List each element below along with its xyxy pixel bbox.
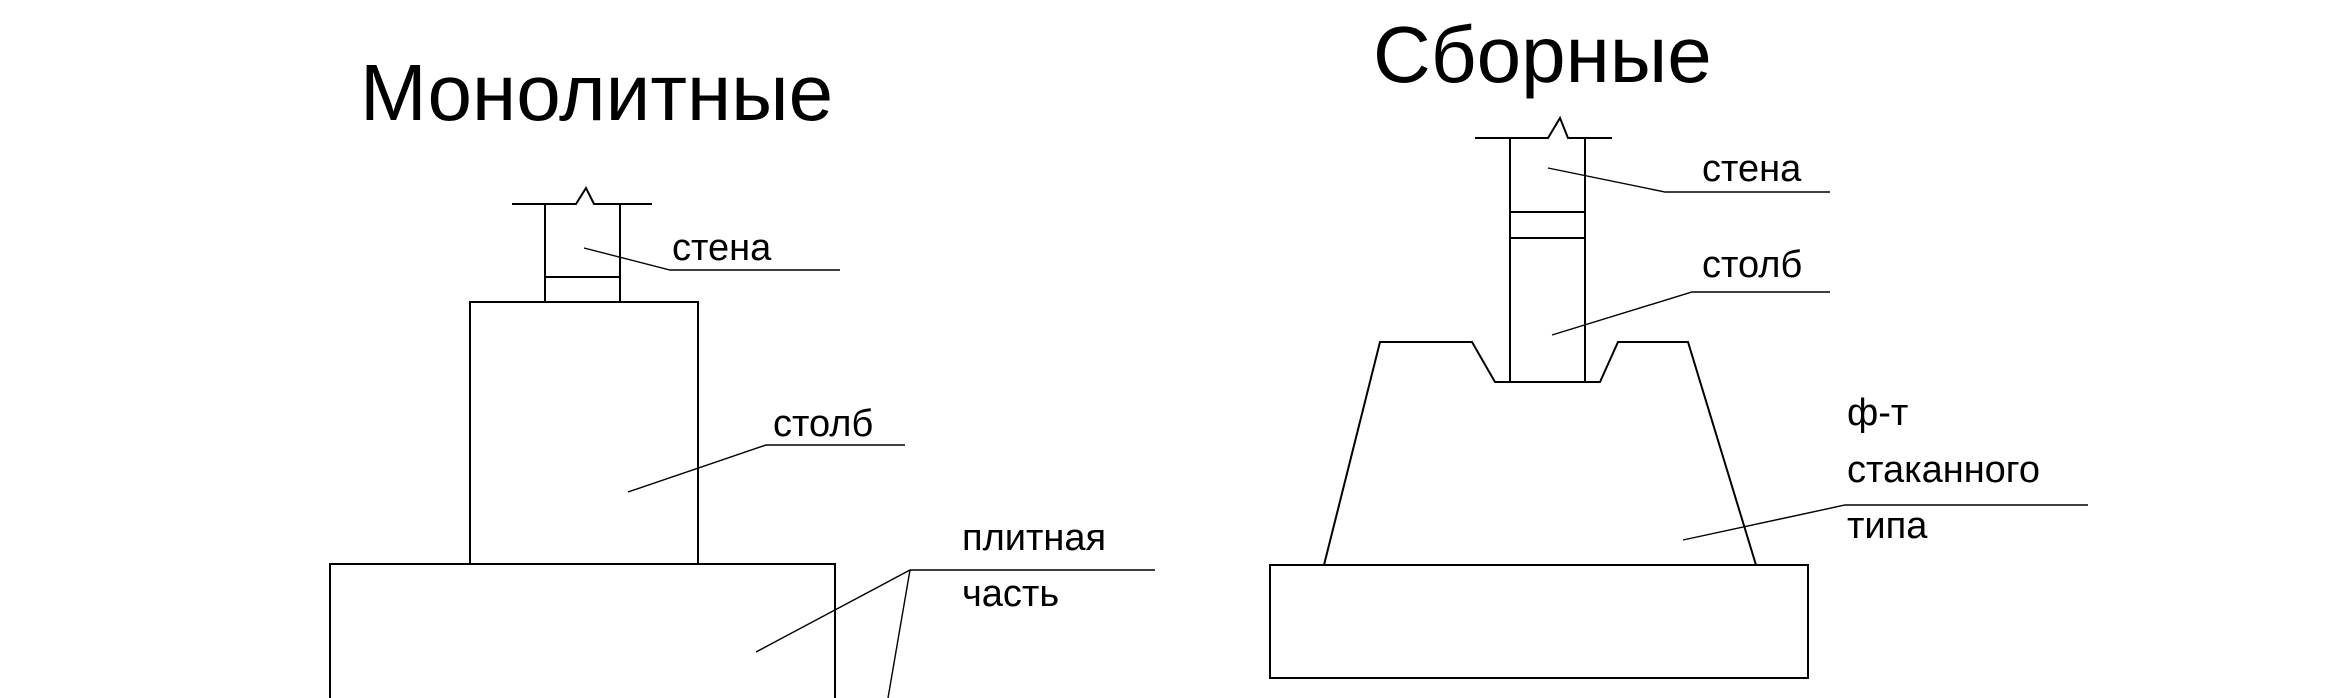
precast-foundation [1269,115,2088,679]
precast-socket-foundation [1323,341,1757,566]
precast-title: Сборные [1373,10,1712,99]
monolithic-column-leader [627,444,905,493]
monolithic-wall-break-line [512,185,652,205]
precast-foundation-label-line3: типа [1847,505,1928,547]
precast-column-label: столб [1702,244,1802,286]
monolithic-column [469,301,699,565]
precast-wall-label: стена [1702,148,1802,190]
monolithic-title: Монолитные [360,48,833,137]
monolithic-slab-label-line1: плитная [962,517,1106,559]
monolithic-wall-label: стена [672,227,772,269]
precast-base-plate [1269,564,1809,679]
monolithic-slab [329,563,836,698]
precast-wall-break-line [1475,115,1612,139]
precast-hatched-joint [1509,211,1586,239]
monolithic-slab-label-line2: часть [962,573,1059,615]
monolithic-slab-leader-tail [887,569,911,698]
precast-foundation-label-line1: ф-т [1847,392,1908,434]
monolithic-wall-leader [583,247,840,271]
precast-wall-leader [1547,167,1830,193]
precast-column-leader [1551,291,1830,336]
monolithic-slab-leader [755,569,1155,653]
precast-foundation-label-line2: стаканного [1847,449,2040,491]
monolithic-hatched-joint [544,276,621,303]
monolithic-foundation [329,185,1155,698]
precast-foundation-leader [1682,504,2088,541]
monolithic-column-label: столб [773,403,873,445]
